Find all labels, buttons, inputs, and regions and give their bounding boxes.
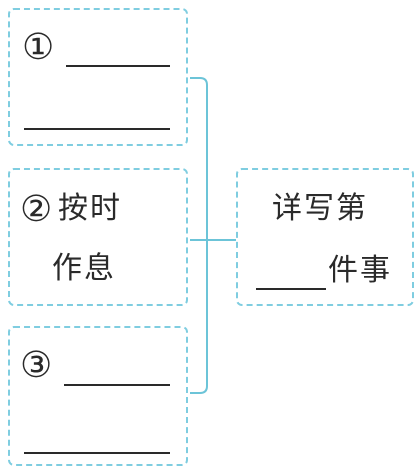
blank-line-1b[interactable] xyxy=(24,128,170,130)
box-item-2: ② 按时 作息 xyxy=(8,168,188,306)
summary-text-line2: 件事 xyxy=(328,253,392,288)
item-2-text-line2: 作息 xyxy=(52,251,116,286)
marker-3: ③ xyxy=(20,345,53,386)
box-summary: 详写第 件事 xyxy=(236,168,414,306)
bracket-line xyxy=(190,77,208,394)
marker-2: ② xyxy=(20,189,53,230)
box-item-1: ① xyxy=(8,8,188,146)
blank-line-summary[interactable] xyxy=(256,288,326,290)
item-2-text-line1: 按时 xyxy=(58,191,122,226)
summary-text-line1: 详写第 xyxy=(272,191,368,226)
blank-line-3a[interactable] xyxy=(64,384,170,386)
blank-line-3b[interactable] xyxy=(24,452,170,454)
marker-1: ① xyxy=(22,27,55,68)
blank-line-1a[interactable] xyxy=(66,65,170,67)
box-item-3: ③ xyxy=(8,326,188,466)
